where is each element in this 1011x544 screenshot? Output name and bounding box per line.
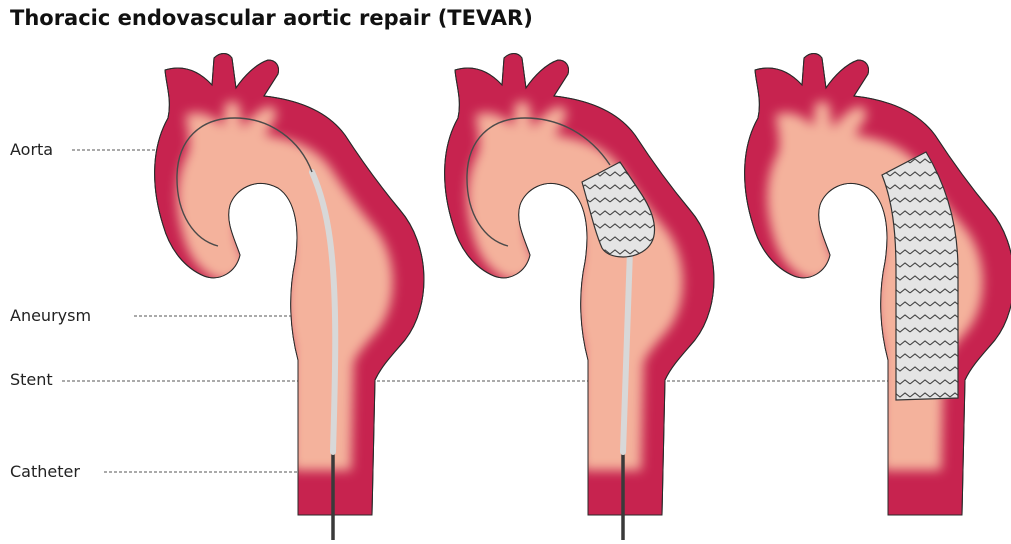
aorta-stage-1 <box>155 54 424 541</box>
aorta-stage-2 <box>445 54 714 541</box>
aorta-stage-3 <box>745 54 1011 516</box>
